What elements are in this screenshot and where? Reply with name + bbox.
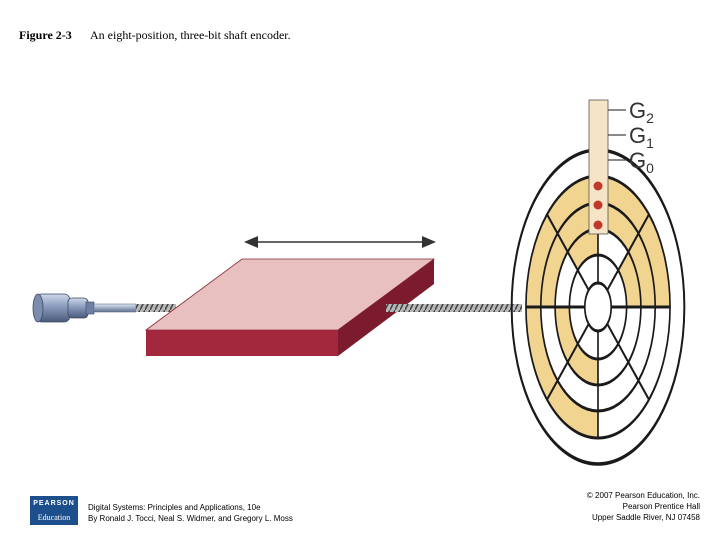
- contact-g0: [593, 220, 603, 230]
- figure-label: Figure 2-3: [19, 28, 72, 42]
- contact-g2: [593, 181, 603, 191]
- lead-screw-left: [136, 304, 176, 312]
- copyright-block: © 2007 Pearson Education, Inc. Pearson P…: [587, 490, 700, 523]
- figure-caption: An eight-position, three-bit shaft encod…: [90, 28, 291, 42]
- copyright-line: © 2007 Pearson Education, Inc.: [586, 491, 700, 500]
- bit-label-g0: G0: [629, 148, 654, 176]
- book-credit: Digital Systems: Principles and Applicat…: [88, 502, 293, 524]
- bit-label-g1: G1: [629, 123, 654, 151]
- lead-screw-right: [386, 304, 522, 312]
- location-line: Upper Saddle River, NJ 07458: [591, 513, 700, 522]
- publisher-line: Pearson Prentice Hall: [622, 502, 700, 511]
- bit-label-g2: G2: [629, 98, 654, 126]
- drive-shaft: [93, 303, 137, 313]
- book-authors: By Ronald J. Tocci, Neal S. Widmer, and …: [88, 514, 293, 523]
- brush-strip: [588, 99, 626, 235]
- contact-g1: [593, 200, 603, 210]
- book-title: Digital Systems: Principles and Applicat…: [88, 503, 261, 512]
- pearson-logo: PEARSON Education: [30, 496, 78, 525]
- motor-icon: [32, 293, 95, 323]
- motion-arrow: [244, 236, 436, 248]
